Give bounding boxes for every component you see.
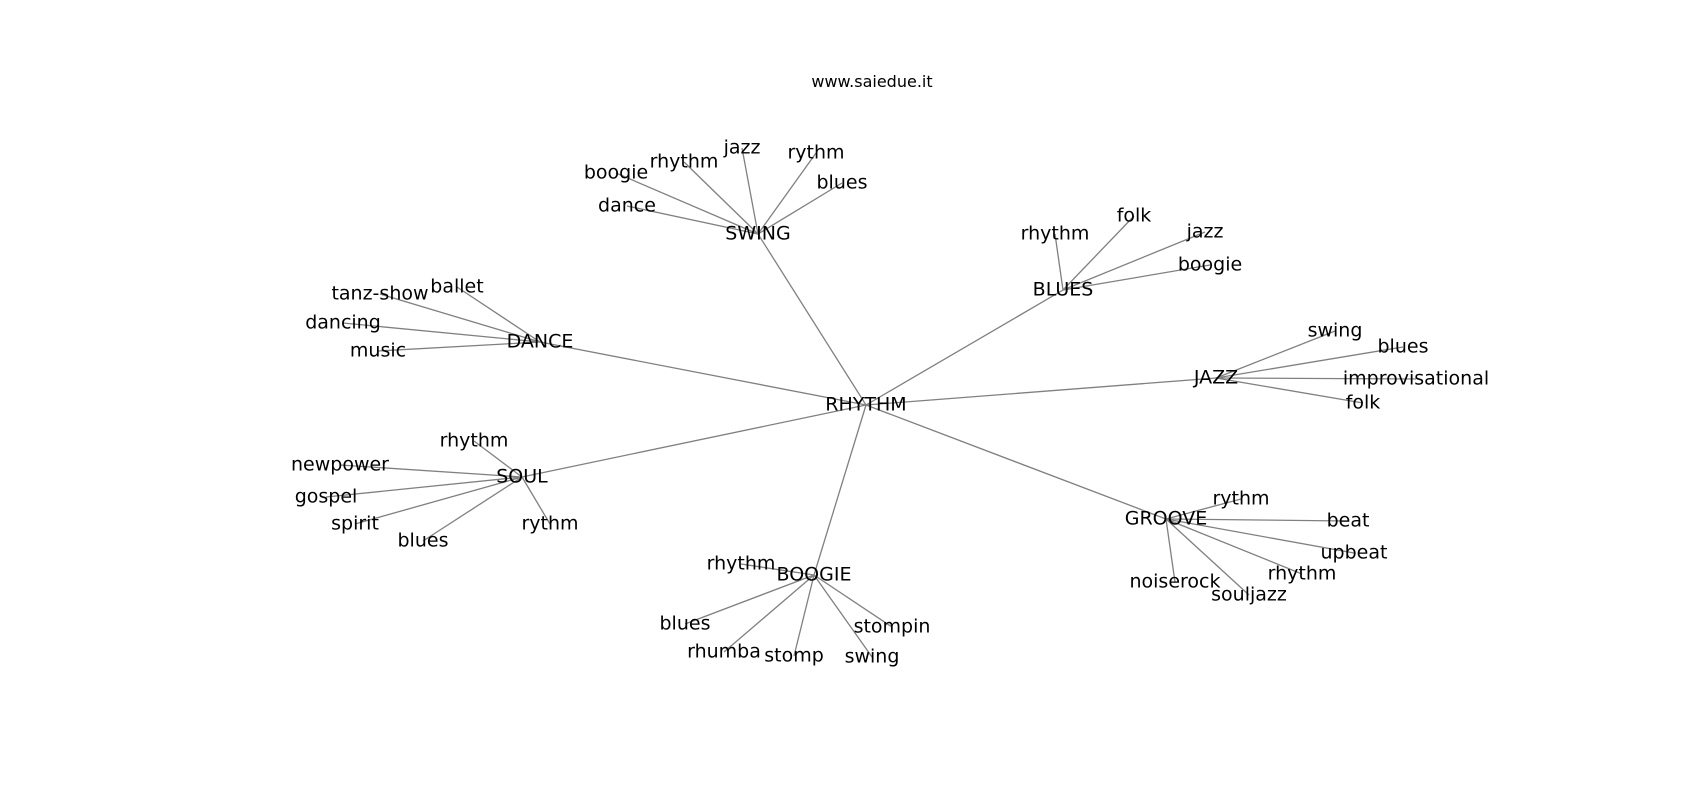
node-leaf-dance-music: music <box>350 340 406 362</box>
edge-root-groove <box>865 404 1167 520</box>
node-leaf-blues-boogie: boogie <box>1178 254 1242 276</box>
edge-jazz-swing <box>1215 330 1336 379</box>
node-leaf-groove-upbeat: upbeat <box>1321 542 1388 564</box>
edge-root-swing <box>757 233 867 406</box>
node-leaf-boogie-swing: swing <box>845 646 900 668</box>
edge-root-jazz <box>865 377 1217 406</box>
node-hub-blues: BLUES <box>1033 279 1094 301</box>
edge-swing-rhythm <box>683 161 759 235</box>
edge-groove-upbeat <box>1165 518 1355 554</box>
graph-edges <box>325 147 1417 658</box>
edge-dance-music <box>377 341 541 352</box>
node-leaf-blues-folk: folk <box>1117 205 1152 227</box>
node-root-rhythm: RHYTHM <box>825 394 906 416</box>
node-leaf-boogie-blues: blues <box>660 613 711 635</box>
node-leaf-jazz-blues: blues <box>1378 336 1429 358</box>
edge-root-blues <box>865 289 1064 406</box>
node-leaf-dance-tanz-show: tanz-show <box>331 283 428 305</box>
node-leaf-boogie-rhythm: rhythm <box>707 553 776 575</box>
edge-boogie-rhumba <box>723 574 815 653</box>
node-leaf-groove-rhythm: rhythm <box>1268 563 1337 585</box>
edge-blues-boogie <box>1062 264 1211 291</box>
edge-boogie-stomp <box>793 574 815 657</box>
edge-soul-gospel <box>325 476 523 498</box>
node-leaf-boogie-stomp: stomp <box>764 645 824 667</box>
node-hub-boogie: BOOGIE <box>777 564 852 586</box>
node-leaf-swing-rythm: rythm <box>787 142 844 164</box>
edge-root-soul <box>521 404 867 478</box>
edge-soul-rhythm <box>473 440 523 478</box>
node-leaf-boogie-stompin: stompin <box>854 616 931 638</box>
edge-swing-blues <box>757 182 843 235</box>
edge-root-boogie <box>813 404 867 576</box>
edge-dance-dancing <box>342 322 541 343</box>
node-leaf-swing-rhythm: rhythm <box>650 151 719 173</box>
edge-soul-blues <box>422 476 523 542</box>
edge-groove-rhythm <box>1165 518 1303 575</box>
node-leaf-soul-spirit: spirit <box>331 513 379 535</box>
edge-swing-dance <box>626 205 759 235</box>
node-leaf-swing-jazz: jazz <box>723 137 761 159</box>
node-hub-jazz: JAZZ <box>1193 367 1238 389</box>
edge-dance-ballet <box>456 286 541 343</box>
node-leaf-soul-gospel: gospel <box>295 486 358 508</box>
edge-boogie-stompin <box>813 574 893 628</box>
edge-blues-rhythm <box>1054 233 1064 291</box>
edge-groove-beat <box>1165 518 1349 522</box>
node-hub-swing: SWING <box>725 223 790 245</box>
node-leaf-swing-dance: dance <box>598 195 656 217</box>
node-leaf-boogie-rhumba: rhumba <box>687 641 761 663</box>
node-leaf-dance-ballet: ballet <box>430 276 483 298</box>
edge-blues-jazz <box>1062 231 1206 291</box>
edge-soul-rythm <box>521 476 551 525</box>
edge-swing-rythm <box>757 152 817 235</box>
edge-swing-jazz <box>741 147 759 235</box>
node-hub-groove: GROOVE <box>1125 508 1208 530</box>
edge-blues-folk <box>1062 215 1135 291</box>
node-leaf-soul-rythm: rythm <box>521 513 578 535</box>
node-leaf-jazz-improvisational: improvisational <box>1343 368 1489 390</box>
node-leaf-soul-newpower: newpower <box>291 454 389 476</box>
node-leaf-blues-rhythm: rhythm <box>1021 223 1090 245</box>
node-leaf-groove-rythm: rythm <box>1212 488 1269 510</box>
edge-groove-souljazz <box>1165 518 1250 596</box>
node-leaf-groove-souljazz: souljazz <box>1211 584 1287 606</box>
edge-boogie-rhythm <box>740 563 815 576</box>
node-leaf-jazz-swing: swing <box>1308 320 1363 342</box>
node-leaf-groove-noiserock: noiserock <box>1129 571 1220 593</box>
edge-swing-boogie <box>615 172 759 235</box>
edge-dance-tanz-show <box>379 293 541 343</box>
edge-soul-newpower <box>339 464 523 478</box>
node-leaf-swing-blues: blues <box>817 172 868 194</box>
edge-boogie-swing <box>813 574 873 658</box>
watermark: www.saiedue.it <box>811 72 933 91</box>
node-hub-soul: SOUL <box>496 466 548 488</box>
node-leaf-groove-beat: beat <box>1327 510 1370 532</box>
node-leaf-soul-rhythm: rhythm <box>440 430 509 452</box>
edge-jazz-improvisational <box>1215 377 1417 380</box>
edge-boogie-blues <box>684 574 815 625</box>
edge-jazz-folk <box>1215 377 1364 404</box>
node-leaf-blues-jazz: jazz <box>1186 221 1224 243</box>
edge-groove-rythm <box>1165 498 1242 520</box>
node-leaf-swing-boogie: boogie <box>584 162 648 184</box>
node-hub-dance: DANCE <box>507 331 574 353</box>
node-leaf-dance-dancing: dancing <box>305 312 381 334</box>
node-leaf-jazz-folk: folk <box>1346 392 1381 414</box>
edge-jazz-blues <box>1215 346 1404 379</box>
edge-root-dance <box>539 341 867 406</box>
edge-groove-noiserock <box>1165 518 1176 583</box>
edge-soul-spirit <box>354 476 523 525</box>
node-leaf-soul-blues: blues <box>398 530 449 552</box>
